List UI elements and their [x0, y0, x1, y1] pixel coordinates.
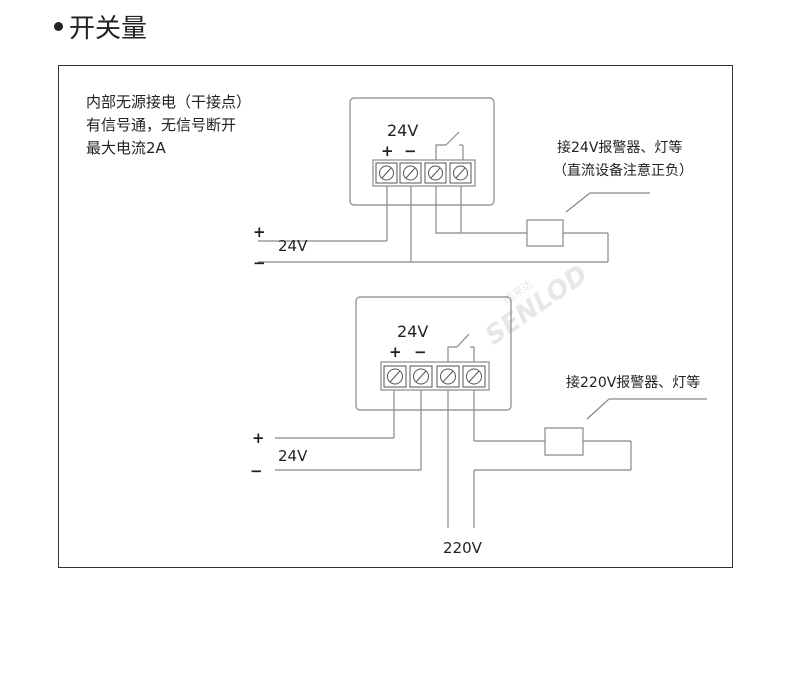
- top-terminal-plus: +: [381, 142, 394, 160]
- watermark-brand-en: SENLOD: [480, 260, 594, 352]
- bottom-terminal-block: [380, 361, 490, 391]
- top-supply-plus: +: [253, 223, 266, 241]
- bottom-leader-line: [586, 398, 707, 420]
- bottom-relay-contact: [447, 346, 457, 362]
- note-line-1: 内部无源接电（干接点）: [86, 93, 251, 111]
- top-terminal-minus: −: [404, 142, 417, 160]
- bottom-supply-plus: +: [252, 429, 265, 447]
- top-terminal-block: [372, 159, 476, 187]
- bottom-terminals: [383, 365, 486, 388]
- top-alarm-label-1: 接24V报警器、灯等: [557, 139, 682, 156]
- bottom-alarm-label: 接220V报警器、灯等: [566, 374, 700, 391]
- top-relay-contact: [435, 144, 446, 160]
- note-line-3: 最大电流2A: [86, 139, 167, 157]
- bullet-icon: [54, 22, 63, 31]
- top-alarm-label-2: （直流设备注意正负）: [553, 162, 693, 179]
- watermark: SENLOD 顺来达: [480, 260, 594, 352]
- top-leader-line: [565, 192, 650, 213]
- section-title: 开关量: [54, 12, 147, 46]
- top-relay-switch: [445, 131, 460, 146]
- bottom-alarm-load: [544, 427, 584, 456]
- top-terminals: [375, 162, 472, 184]
- top-supply-minus: −: [253, 254, 266, 272]
- top-device-voltage: 24V: [387, 121, 418, 140]
- mains-voltage: 220V: [443, 539, 483, 557]
- bottom-terminal-plus: +: [389, 343, 402, 361]
- bottom-supply-voltage: 24V: [278, 447, 308, 465]
- bottom-supply-minus: −: [250, 462, 263, 480]
- bottom-terminal-minus: −: [414, 343, 427, 361]
- note-line-2: 有信号通，无信号断开: [86, 116, 236, 134]
- bottom-device-box: [355, 296, 512, 411]
- diagram-frame: [58, 65, 733, 568]
- top-device-box: [349, 97, 495, 206]
- top-supply-voltage: 24V: [278, 237, 308, 255]
- bottom-circuit: [275, 296, 707, 528]
- bottom-relay-switch: [456, 333, 470, 348]
- top-alarm-load: [526, 219, 564, 247]
- section-title-text: 开关量: [69, 14, 148, 44]
- bottom-device-voltage: 24V: [397, 322, 428, 341]
- top-circuit: [258, 97, 650, 263]
